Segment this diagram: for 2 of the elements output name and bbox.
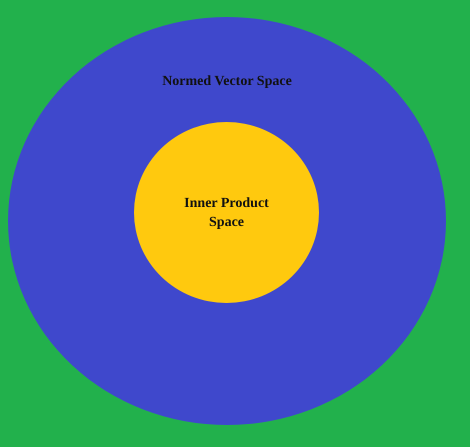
- region-label: Normed Vector Space: [162, 73, 292, 91]
- region-label: Inner Product Space: [183, 195, 270, 232]
